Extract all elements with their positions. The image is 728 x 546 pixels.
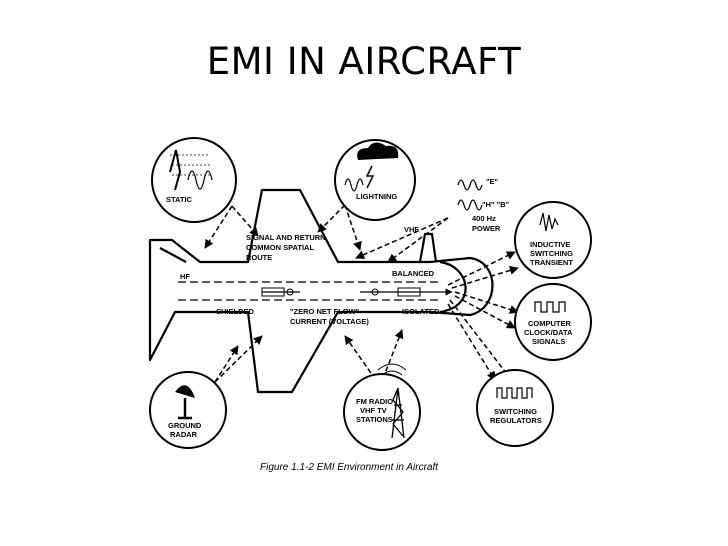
aircraft-labels: HF VHF SIGNAL AND RETURN COMMON SPATIAL …	[180, 225, 440, 326]
source-power: "E" "H" "B" 400 Hz POWER	[457, 177, 510, 233]
radio-tower-icon	[391, 387, 405, 439]
power-e-label: "E"	[486, 177, 499, 186]
computer-label-1: COMPUTER	[528, 319, 572, 328]
inductive-label-1: INDUCTIVE	[530, 240, 570, 249]
source-switching-regulators: SWITCHING REGULATORS	[476, 369, 554, 447]
isolated-label: ISOLATED	[402, 307, 440, 316]
source-ground-radar: GROUND RADAR	[149, 371, 227, 449]
balanced-label: BALANCED	[392, 269, 435, 278]
signal-route-label-2: COMMON SPATIAL	[246, 243, 314, 252]
zero-net-flow-label-1: "ZERO NET FLOW"	[290, 307, 360, 316]
shielded-label: SHIELDED	[216, 307, 255, 316]
switching-label-1: SWITCHING	[494, 407, 537, 416]
sine-wave-icon	[457, 179, 483, 191]
lightning-bolt-icon	[365, 165, 375, 189]
radar-label-2: RADAR	[170, 430, 198, 439]
radar-label-1: GROUND	[168, 421, 202, 430]
lightning-label: LIGHTNING	[356, 192, 397, 201]
fm-label-3: STATIONS	[356, 415, 393, 424]
person-icon	[169, 149, 182, 191]
power-label: POWER	[472, 224, 501, 233]
zero-net-flow-label-2: CURRENT (VOLTAGE)	[290, 317, 369, 326]
figure-caption: Figure 1.1-2 EMI Environment in Aircraft	[260, 462, 439, 473]
switching-label-2: REGULATORS	[490, 416, 542, 425]
inductive-label-2: SWITCHING	[530, 249, 573, 258]
signal-waves-icon	[377, 363, 407, 376]
transient-icon	[539, 212, 559, 232]
cloud-icon	[357, 142, 399, 160]
wave-icon	[187, 170, 213, 190]
computer-label-2: CLOCK/DATA	[524, 328, 573, 337]
pulse-wave-icon	[496, 387, 533, 399]
radar-dish-icon	[175, 385, 195, 398]
signal-route-label-1: SIGNAL AND RETURN	[246, 233, 326, 242]
fm-label-2: VHF TV	[360, 406, 387, 415]
static-label: STATIC	[166, 195, 193, 204]
computer-label-3: SIGNALS	[532, 337, 565, 346]
hf-label: HF	[180, 272, 190, 281]
cable-routes	[178, 281, 453, 301]
signal-route-label-3: ROUTE	[246, 253, 272, 262]
sine-wave-icon	[457, 199, 483, 211]
fm-label-1: FM RADIO	[356, 397, 393, 406]
inductive-label-3: TRANSIENT	[530, 258, 573, 267]
source-computer-clock: COMPUTER CLOCK/DATA SIGNALS	[514, 283, 592, 361]
aircraft-outline	[148, 188, 494, 394]
square-wave-icon	[534, 301, 566, 313]
source-static: STATIC	[151, 137, 237, 223]
power-frequency-label: 400 Hz	[472, 214, 496, 223]
source-fm-vhf-stations: FM RADIO VHF TV STATIONS	[343, 363, 421, 451]
source-lightning: LIGHTNING	[334, 139, 416, 221]
vhf-label: VHF	[404, 225, 419, 234]
power-hb-label: "H" "B"	[482, 200, 510, 209]
source-inductive-transient: INDUCTIVE SWITCHING TRANSIENT	[514, 201, 592, 279]
slide-title: EMI IN AIRCRAFT	[206, 40, 522, 83]
